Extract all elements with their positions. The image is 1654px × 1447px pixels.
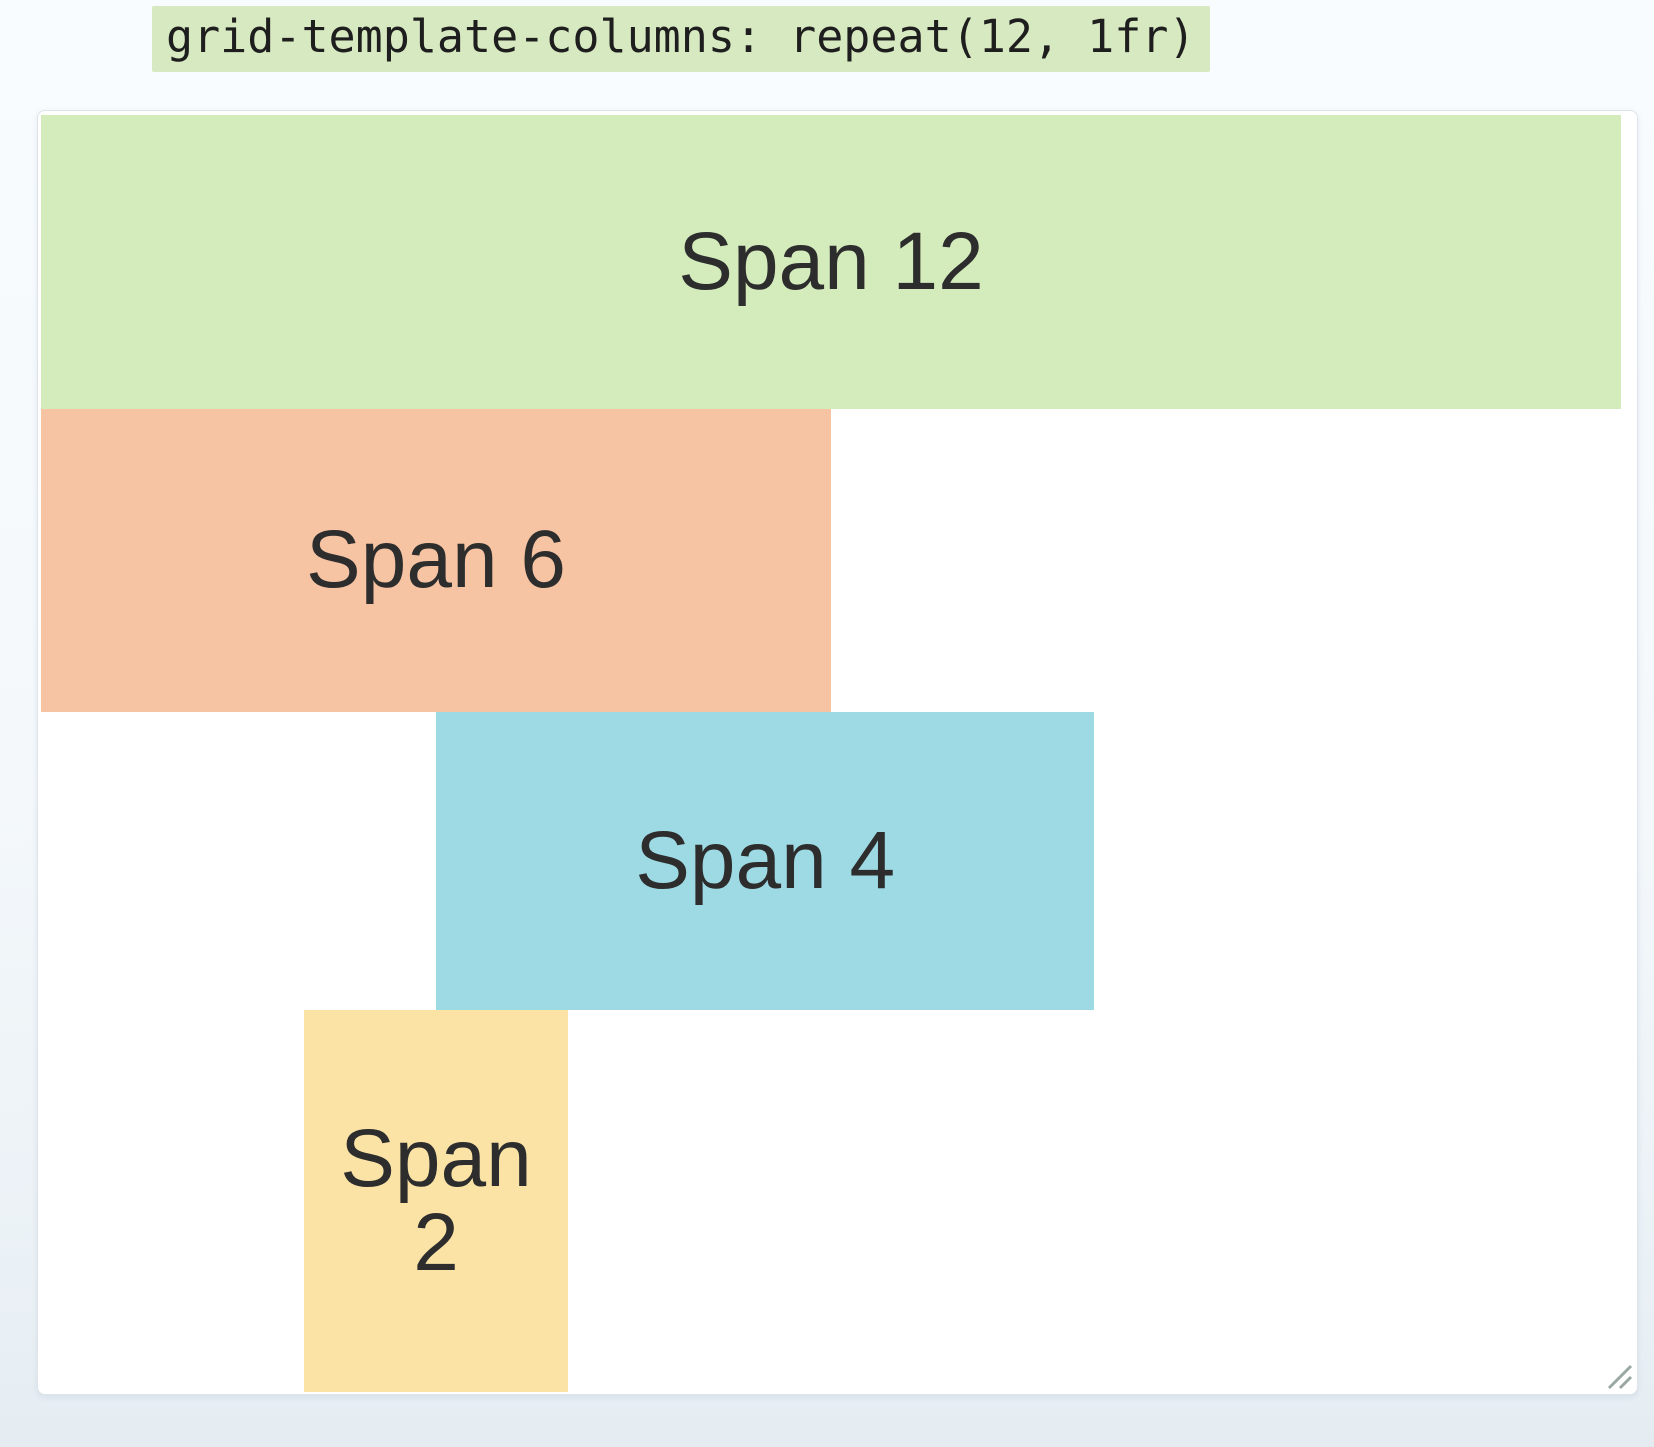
grid-item-span-12: Span 12 (41, 115, 1621, 409)
grid-item-span-6: Span 6 (41, 409, 831, 712)
css-code-chip: grid-template-columns: repeat(12, 1fr) (152, 6, 1210, 72)
resize-handle-icon[interactable] (1604, 1361, 1634, 1391)
grid-item-span-2: Span 2 (304, 1010, 568, 1392)
grid-container: Span 12 Span 6 Span 4 Span 2 (37, 110, 1638, 1395)
css-code-text: grid-template-columns: repeat(12, 1fr) (166, 10, 1196, 63)
grid-item-span-4: Span 4 (436, 712, 1095, 1010)
twelve-column-grid: Span 12 Span 6 Span 4 Span 2 (41, 115, 1621, 1392)
